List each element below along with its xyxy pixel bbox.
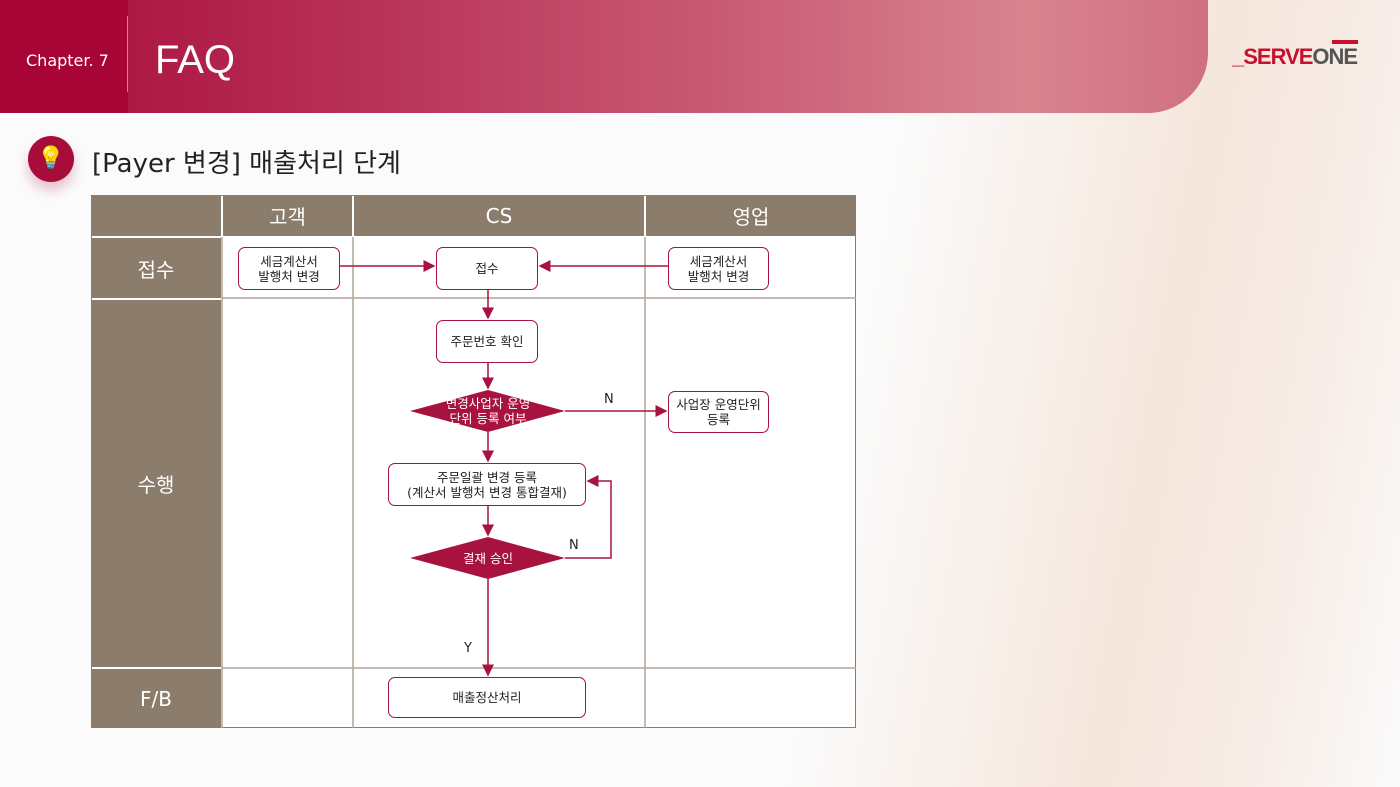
lightbulb-icon: 💡 <box>28 136 74 182</box>
decision-approval-label: 결재 승인 <box>463 550 513 566</box>
row-header-execution: 수행 <box>91 300 221 667</box>
check-order-box: 주문번호 확인 <box>436 320 538 363</box>
no-label: N <box>569 538 579 553</box>
serveone-logo: _SERVEONE <box>1232 40 1358 70</box>
customer-request-box: 세금계산서 발행처 변경 <box>238 247 340 290</box>
header-banner <box>0 0 1208 113</box>
bulk-change-box: 주문일괄 변경 등록 (계산서 발행처 변경 통합결재) <box>388 463 586 506</box>
chapter-box <box>0 0 128 113</box>
column-header-sales: 영업 <box>646 195 856 236</box>
receipt-box: 접수 <box>436 247 538 290</box>
divider <box>127 16 128 92</box>
decision-diamond-approval <box>410 537 565 579</box>
column-header-customer: 고객 <box>223 195 352 236</box>
section-title: [Payer 변경] 매출처리 단계 <box>92 149 401 179</box>
sales-request-box: 세금계산서 발행처 변경 <box>668 247 769 290</box>
column-header-cs: CS <box>354 195 644 236</box>
decision-diamond-unit <box>410 390 565 432</box>
no-label: N <box>604 392 614 407</box>
register-unit-box: 사업장 운영단위 등록 <box>668 391 769 433</box>
row-header-fb: F/B <box>91 669 221 728</box>
yes-label: Y <box>464 641 472 656</box>
settlement-box: 매출정산처리 <box>388 677 586 718</box>
chapter-label: Chapter. 7 <box>26 51 109 70</box>
page-title: FAQ <box>155 38 236 82</box>
header-corner <box>91 195 221 236</box>
decision-unit-label: 변경사업자 운영 단위 등록 여부 <box>445 396 531 426</box>
row-header-receipt: 접수 <box>91 238 221 298</box>
